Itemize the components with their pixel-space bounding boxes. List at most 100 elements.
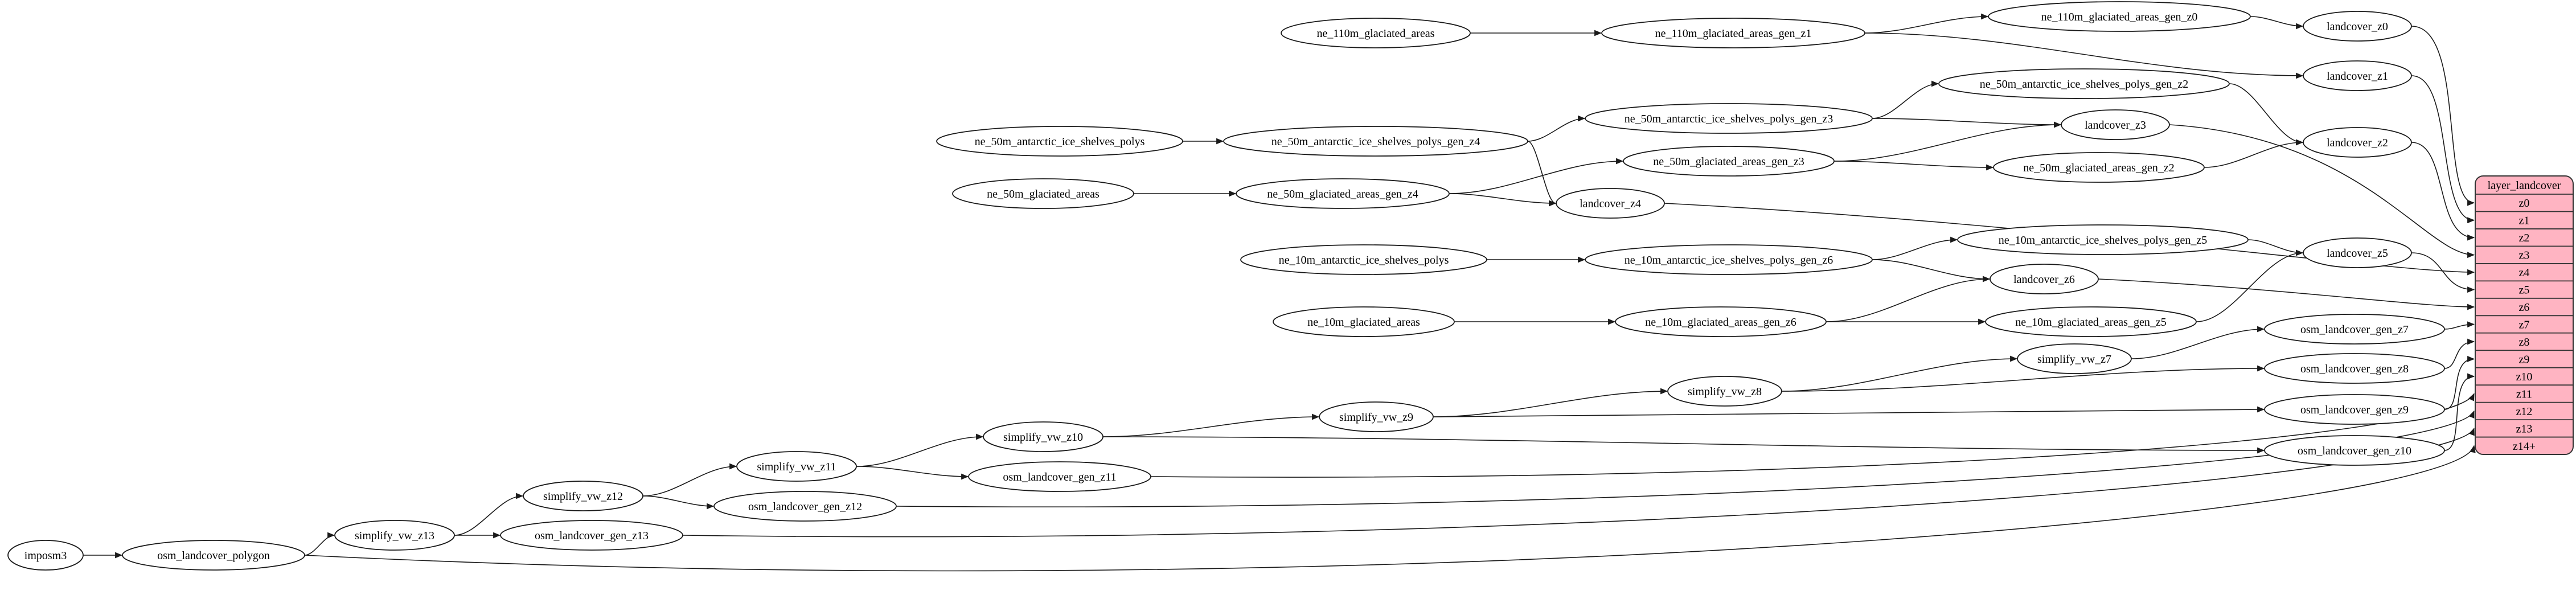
table-row-z2: z2: [2519, 232, 2530, 244]
node-simplify_vw_z7: simplify_vw_z7: [2017, 343, 2132, 374]
node-label-landcover_z6: landcover_z6: [2013, 273, 2075, 286]
edge-simplify_vw_z10-to-simplify_vw_z9: [1102, 413, 1320, 437]
edge-simplify_vw_z8-to-simplify_vw_z7: [1781, 355, 2018, 392]
node-ne_10m_glaciated_areas_gen_z6: ne_10m_glaciated_areas_gen_z6: [1615, 306, 1827, 337]
edge-ne_50m_glaciated_areas_gen_z2-to-landcover_z2: [2204, 139, 2304, 168]
node-osm_landcover_gen_z12: osm_landcover_gen_z12: [713, 491, 897, 522]
node-label-ne_50m_antarctic_ice_shelves_polys: ne_50m_antarctic_ice_shelves_polys: [975, 136, 1145, 148]
edge-simplify_vw_z12-to-osm_landcover_gen_z12: [642, 495, 715, 510]
node-label-ne_10m_antarctic_ice_shelves_polys_gen_z6: ne_10m_antarctic_ice_shelves_polys_gen_z…: [1625, 254, 1833, 266]
node-label-landcover_z4: landcover_z4: [1580, 198, 1641, 210]
node-label-osm_landcover_gen_z12: osm_landcover_gen_z12: [748, 501, 862, 513]
edge-ne_50m_glaciated_areas_gen_z3-to-ne_50m_glaciated_areas_gen_z2: [1833, 161, 1994, 171]
node-osm_landcover_gen_z8: osm_landcover_gen_z8: [2264, 353, 2445, 384]
edge-simplify_vw_z11-to-osm_landcover_gen_z11: [856, 466, 969, 480]
node-ne_50m_glaciated_areas_gen_z2: ne_50m_glaciated_areas_gen_z2: [1993, 152, 2205, 183]
node-osm_landcover_gen_z11: osm_landcover_gen_z11: [968, 461, 1151, 492]
edge-ne_50m_antarctic_ice_shelves_polys_gen_z3-to-ne_50m_antarctic_ice_shelves_polys_gen_z2: [1872, 80, 1939, 119]
table-row-z3: z3: [2519, 249, 2530, 262]
edge-ne_50m_antarctic_ice_shelves_polys_gen_z2-to-landcover_z2: [2229, 83, 2304, 146]
node-label-osm_landcover_gen_z13: osm_landcover_gen_z13: [535, 530, 649, 542]
edge-osm_landcover_polygon-to-simplify_vw_z13: [304, 532, 335, 556]
node-label-ne_50m_glaciated_areas_gen_z3: ne_50m_glaciated_areas_gen_z3: [1653, 155, 1804, 168]
node-label-osm_landcover_gen_z9: osm_landcover_gen_z9: [2300, 404, 2409, 416]
edge-ne_10m_antarctic_ice_shelves_polys_gen_z6-to-ne_10m_antarctic_ice_shelves_polys_gen_z5: [1872, 236, 1958, 260]
node-ne_10m_antarctic_ice_shelves_polys: ne_10m_antarctic_ice_shelves_polys: [1240, 244, 1487, 275]
node-label-ne_10m_glaciated_areas_gen_z6: ne_10m_glaciated_areas_gen_z6: [1645, 316, 1796, 329]
node-label-ne_50m_antarctic_ice_shelves_polys_gen_z4: ne_50m_antarctic_ice_shelves_polys_gen_z…: [1271, 136, 1480, 148]
node-ne_50m_antarctic_ice_shelves_polys: ne_50m_antarctic_ice_shelves_polys: [936, 126, 1183, 157]
edge-ne_50m_antarctic_ice_shelves_polys_gen_z4-to-ne_50m_antarctic_ice_shelves_polys_gen_z3: [1527, 115, 1586, 142]
node-landcover_z0: landcover_z0: [2303, 11, 2412, 42]
node-label-ne_10m_glaciated_areas_gen_z5: ne_10m_glaciated_areas_gen_z5: [2015, 316, 2166, 329]
table-row-z9: z9: [2519, 353, 2530, 366]
edge-landcover_z5-to-row-z5: [2411, 252, 2475, 293]
node-label-ne_110m_glaciated_areas: ne_110m_glaciated_areas: [1317, 27, 1435, 40]
table-header: layer_landcover: [2488, 179, 2561, 192]
edge-ne_110m_glaciated_areas_gen_z1-to-ne_110m_glaciated_areas_gen_z0: [1864, 13, 1989, 34]
table-row-z0: z0: [2519, 197, 2530, 210]
node-landcover_z6: landcover_z6: [1990, 264, 2099, 294]
table-row-z1: z1: [2519, 215, 2530, 227]
edge-ne_50m_glaciated_areas_gen_z4-to-ne_50m_glaciated_areas_gen_z3: [1449, 158, 1624, 194]
node-label-landcover_z3: landcover_z3: [2085, 119, 2146, 132]
node-osm_landcover_gen_z13: osm_landcover_gen_z13: [500, 520, 683, 551]
node-label-imposm3: imposm3: [24, 550, 67, 562]
edge-ne_50m_antarctic_ice_shelves_polys_gen_z3-to-landcover_z3: [1872, 118, 2062, 128]
node-ne_110m_glaciated_areas: ne_110m_glaciated_areas: [1281, 18, 1471, 48]
node-ne_50m_glaciated_areas: ne_50m_glaciated_areas: [952, 178, 1134, 209]
layer-table: layer_landcoverz0z1z2z3z4z5z6z7z8z9z10z1…: [2475, 175, 2574, 456]
node-label-osm_landcover_gen_z11: osm_landcover_gen_z11: [1003, 471, 1116, 483]
edge-osm_landcover_gen_z10-to-row-z10: [2444, 373, 2475, 451]
node-label-landcover_z1: landcover_z1: [2327, 70, 2388, 83]
edge-landcover_z1-to-row-z1: [2411, 75, 2475, 224]
edge-landcover_z3-to-row-z3: [2169, 124, 2475, 259]
node-landcover_z5: landcover_z5: [2303, 237, 2412, 268]
edge-osm_landcover_gen_z8-to-row-z8: [2444, 338, 2475, 369]
table-row-z5: z5: [2519, 284, 2530, 297]
table-row-z11: z11: [2516, 388, 2532, 400]
table-row-z8: z8: [2519, 336, 2530, 348]
node-label-simplify_vw_z13: simplify_vw_z13: [355, 530, 434, 542]
node-label-ne_110m_glaciated_areas_gen_z1: ne_110m_glaciated_areas_gen_z1: [1655, 27, 1812, 40]
table-row-z12: z12: [2516, 405, 2533, 418]
table-row-z7: z7: [2519, 319, 2530, 331]
edge-osm_landcover_gen_z12-to-row-z12: [896, 410, 2475, 507]
node-label-simplify_vw_z11: simplify_vw_z11: [757, 461, 836, 473]
node-imposm3: imposm3: [7, 540, 84, 571]
node-label-simplify_vw_z7: simplify_vw_z7: [2037, 353, 2111, 366]
edge-landcover_z6-to-row-z6: [2098, 278, 2475, 310]
node-label-landcover_z2: landcover_z2: [2327, 137, 2388, 149]
node-label-ne_50m_glaciated_areas_gen_z2: ne_50m_glaciated_areas_gen_z2: [2023, 162, 2174, 174]
node-landcover_z3: landcover_z3: [2061, 109, 2170, 140]
edge-simplify_vw_z9-to-osm_landcover_gen_z9: [1433, 406, 2265, 417]
edge-osm_landcover_polygon-to-row-z14+: [304, 445, 2476, 572]
node-label-simplify_vw_z10: simplify_vw_z10: [1003, 431, 1083, 444]
node-label-simplify_vw_z8: simplify_vw_z8: [1688, 386, 1762, 398]
node-osm_landcover_gen_z9: osm_landcover_gen_z9: [2264, 394, 2445, 425]
edge-ne_50m_antarctic_ice_shelves_polys_gen_z4-to-landcover_z4: [1527, 141, 1557, 207]
node-label-simplify_vw_z9: simplify_vw_z9: [1339, 411, 1413, 424]
edge-ne_110m_glaciated_areas_gen_z1-to-landcover_z1: [1864, 32, 2304, 79]
edge-simplify_vw_z8-to-osm_landcover_gen_z8: [1781, 365, 2265, 392]
edge-osm_landcover_gen_z9-to-row-z9: [2444, 355, 2475, 410]
edge-simplify_vw_z12-to-simplify_vw_z11: [642, 463, 737, 497]
node-label-osm_landcover_gen_z7: osm_landcover_gen_z7: [2300, 323, 2409, 336]
node-osm_landcover_gen_z7: osm_landcover_gen_z7: [2264, 314, 2445, 345]
node-ne_50m_antarctic_ice_shelves_polys_gen_z3: ne_50m_antarctic_ice_shelves_polys_gen_z…: [1585, 103, 1873, 134]
node-landcover_z1: landcover_z1: [2303, 60, 2412, 91]
node-label-ne_110m_glaciated_areas_gen_z0: ne_110m_glaciated_areas_gen_z0: [2041, 11, 2198, 23]
node-ne_50m_antarctic_ice_shelves_polys_gen_z4: ne_50m_antarctic_ice_shelves_polys_gen_z…: [1223, 126, 1528, 157]
node-ne_10m_antarctic_ice_shelves_polys_gen_z6: ne_10m_antarctic_ice_shelves_polys_gen_z…: [1585, 244, 1873, 275]
node-osm_landcover_polygon: osm_landcover_polygon: [122, 540, 305, 571]
edge-ne_10m_glaciated_areas_gen_z6-to-landcover_z6: [1826, 276, 1991, 322]
node-label-ne_10m_antarctic_ice_shelves_polys: ne_10m_antarctic_ice_shelves_polys: [1279, 254, 1449, 266]
edge-ne_10m_antarctic_ice_shelves_polys_gen_z5-to-landcover_z5: [2247, 239, 2304, 256]
node-landcover_z2: landcover_z2: [2303, 127, 2412, 158]
node-label-landcover_z0: landcover_z0: [2327, 20, 2388, 33]
edge-simplify_vw_z9-to-simplify_vw_z8: [1433, 388, 1668, 417]
node-ne_50m_glaciated_areas_gen_z4: ne_50m_glaciated_areas_gen_z4: [1236, 178, 1450, 209]
node-ne_10m_glaciated_areas_gen_z5: ne_10m_glaciated_areas_gen_z5: [1985, 306, 2197, 337]
